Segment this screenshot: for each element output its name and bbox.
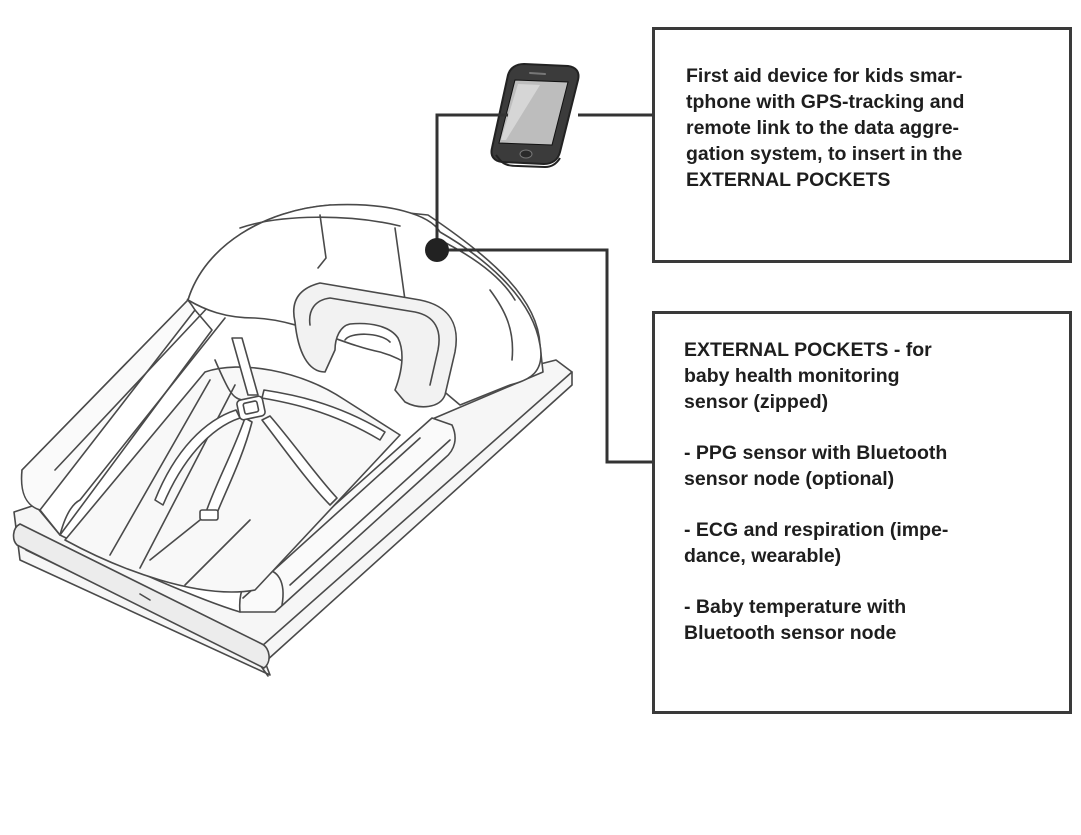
connector-node <box>425 238 449 262</box>
sensor-item-temperature: - Baby temperature with Bluetooth sensor… <box>684 596 907 644</box>
external-pockets-box: EXTERNAL POCKETS - for baby health monit… <box>652 311 1072 714</box>
baby-carrier-illustration <box>12 203 573 677</box>
harness-buckle <box>236 395 266 421</box>
smartphone-illustration <box>490 62 580 169</box>
connector-line-phone <box>435 113 508 250</box>
phone-description-text: First aid device for kids smar- tphone w… <box>686 65 965 191</box>
external-pockets-heading: EXTERNAL POCKETS - for baby health monit… <box>684 339 932 413</box>
u-cushion <box>293 282 457 408</box>
connector-line-pockets <box>437 248 652 464</box>
home-button <box>519 149 533 159</box>
phone-description-box: First aid device for kids smar- tphone w… <box>652 27 1072 263</box>
connector-lines <box>435 113 652 464</box>
sensor-item-ecg: - ECG and respiration (impe- dance, wear… <box>684 519 949 567</box>
roller-bar <box>12 523 270 669</box>
sensor-item-ppg: - PPG sensor with Bluetooth sensor node … <box>684 442 948 490</box>
harness-straps <box>231 337 259 396</box>
